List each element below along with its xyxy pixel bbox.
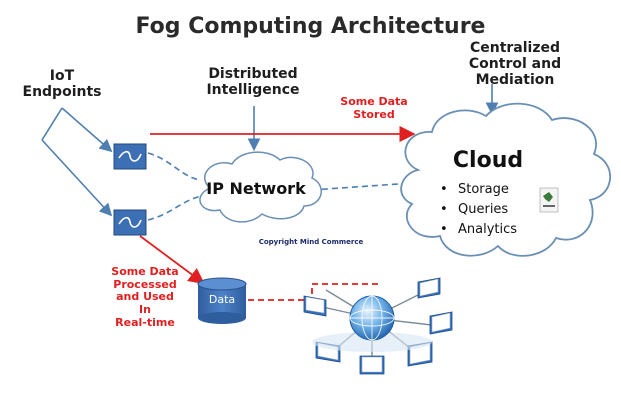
iot-endpoint-top [113, 143, 147, 170]
diagram-title: Fog Computing Architecture [135, 14, 486, 39]
database-icon [197, 277, 247, 324]
data-processed-arrow [139, 235, 205, 285]
iot-endpoint-bottom [113, 209, 147, 236]
mind-commerce-logo [539, 187, 559, 213]
ip-network-label: IP Network [206, 179, 306, 198]
cloud-item: •Queries [440, 202, 509, 217]
cloud-item: •Analytics [440, 222, 518, 237]
iot-endpoints-label: IoT Endpoints [22, 68, 102, 101]
signal-wave-icon [118, 216, 142, 228]
ip-network-cloud [199, 151, 322, 223]
data-to-network-link [248, 283, 378, 301]
cloud-capabilities-list: •Storage •Queries •Analytics [440, 180, 517, 240]
iot-endpoint-arrows [41, 107, 113, 217]
dashed-links [147, 152, 399, 221]
some-data-processed-label: Some Data Processed and Used In Real-tim… [111, 265, 179, 329]
cloud-item: •Storage [440, 182, 509, 197]
cloud-title: Cloud [452, 148, 524, 173]
globe-network-icon [303, 277, 453, 375]
cloud-shape [400, 102, 611, 257]
distributed-intelligence-label: Distributed Intelligence [206, 66, 300, 99]
signal-wave-icon [118, 150, 142, 162]
copyright-label: Copyright Mind Commerce [258, 238, 364, 246]
data-store-label: Data [208, 293, 236, 306]
centralized-control-label: Centralized Control and Mediation [468, 40, 562, 89]
some-data-stored-label: Some Data Stored [340, 95, 408, 121]
